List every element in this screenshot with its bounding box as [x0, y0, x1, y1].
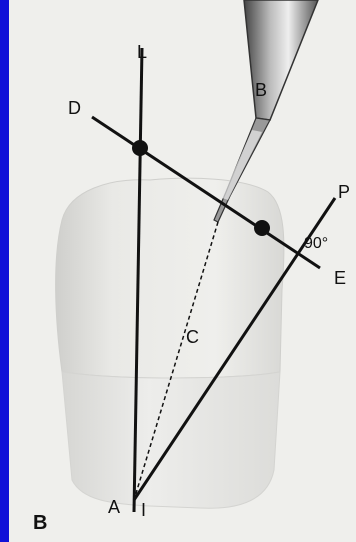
label-l: L [137, 42, 147, 62]
label-d: D [68, 98, 81, 118]
panel-label: B [33, 512, 47, 534]
tooth-root [62, 372, 280, 508]
probe-instrument [214, 0, 318, 222]
label-a: A [108, 497, 120, 517]
label-p: P [338, 182, 350, 202]
label-c: C [186, 327, 199, 347]
contact-point-right [254, 220, 270, 236]
label-i: I [141, 500, 146, 520]
tooth-crown [56, 178, 284, 378]
label-angle: 90° [304, 235, 328, 252]
label-b: B [255, 80, 267, 100]
label-e: E [334, 268, 346, 288]
contact-point-left [132, 140, 148, 156]
